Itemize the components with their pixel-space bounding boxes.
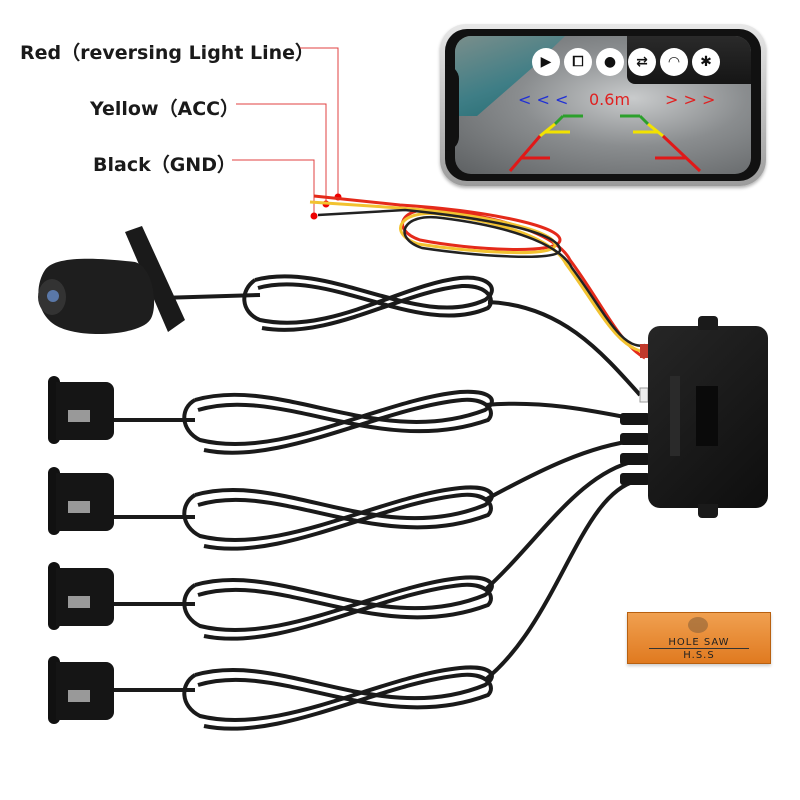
smartphone: ▶ ⧠ ● ⇄ ◠ ✱ < < < 0.6m > > > [440,24,766,186]
crop-icon[interactable]: ⧠ [564,48,592,76]
black-wire-label: Black（GND） [93,154,236,176]
app-toolbar: ▶ ⧠ ● ⇄ ◠ ✱ [532,48,720,76]
parking-sensor-1 [48,376,114,444]
camera [38,226,185,335]
wifi-icon[interactable]: ◠ [660,48,688,76]
control-box [648,316,768,518]
yellow-wire-label: Yellow（ACC） [90,98,240,120]
hss-label: H.S.S [683,650,715,661]
hole-saw-box: HOLE SAW H.S.S [627,612,771,664]
hole-saw-label: HOLE SAW [649,637,749,649]
parking-guide-lines [508,114,702,173]
distance-readout: 0.6m [589,90,631,109]
camera-app-screen: ▶ ⧠ ● ⇄ ◠ ✱ < < < 0.6m > > > [455,36,751,174]
parking-sensor-2 [48,467,114,535]
play-icon[interactable]: ● [596,48,624,76]
left-arrows: < < < [518,90,569,109]
video-camera-icon[interactable]: ▶ [532,48,560,76]
gear-icon[interactable]: ✱ [692,48,720,76]
swap-icon[interactable]: ⇄ [628,48,656,76]
parking-sensor-4 [48,656,114,724]
hole-saw-icon [688,617,708,633]
parking-sensor-3 [48,562,114,630]
red-wire-label: Red（reversing Light Line） [20,42,315,64]
right-arrows: > > > [665,90,716,109]
